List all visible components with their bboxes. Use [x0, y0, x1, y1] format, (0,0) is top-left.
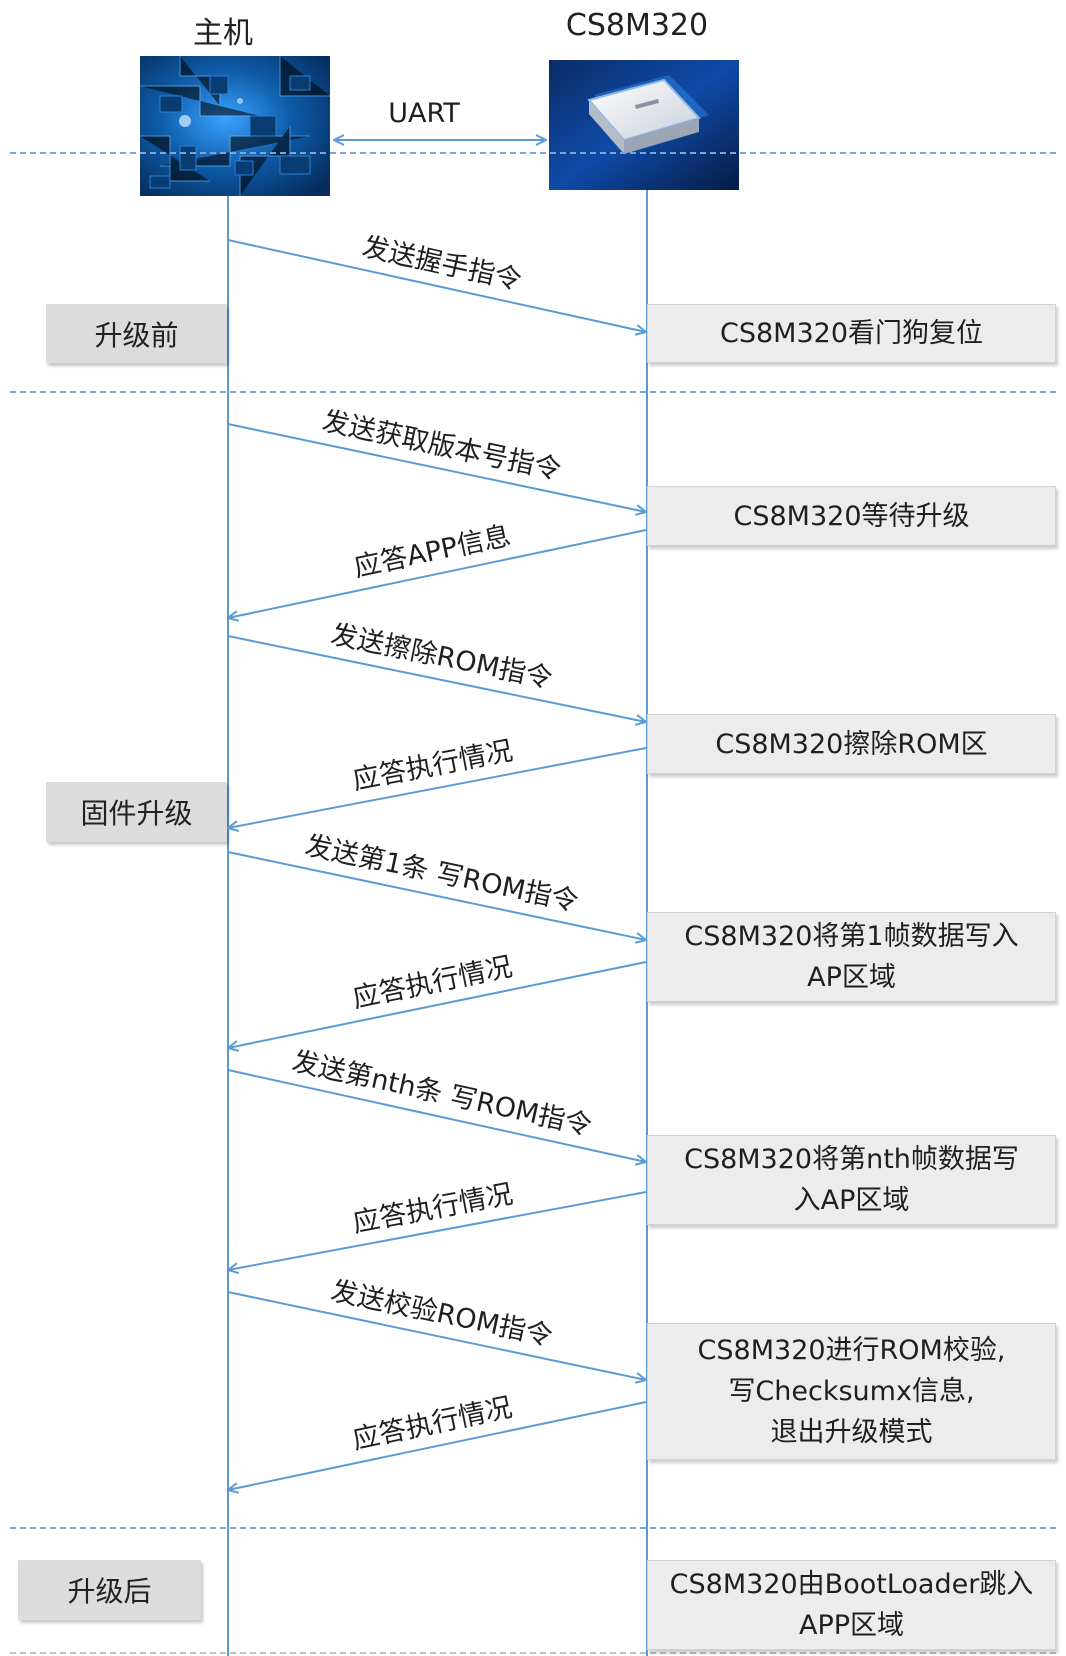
message-6: 发送第1条 写ROM指令 — [227, 830, 646, 940]
box-line: CS8M320等待升级 — [733, 500, 970, 532]
message-5: 应答执行情况 — [228, 735, 647, 828]
message-arrow-line — [228, 961, 647, 1048]
box-line: CS8M320将第1帧数据写入 — [684, 921, 1019, 952]
device-box-erase-rom: CS8M320擦除ROM区 — [647, 714, 1056, 774]
phase-upgrade-label: 固件升级 — [46, 782, 227, 842]
box-line: 入AP区域 — [793, 1185, 910, 1216]
box-line: CS8M320将第nth帧数据写 — [684, 1144, 1019, 1175]
device-box-rom-verify: CS8M320进行ROM校验, 写Checksumx信息, 退出升级模式 — [647, 1323, 1056, 1460]
divider-after-upgrade — [10, 1527, 1056, 1529]
message-11: 应答执行情况 — [228, 1392, 647, 1490]
host-board-image — [140, 56, 330, 196]
device-box-write-first-frame: CS8M320将第1帧数据写入 AP区域 — [647, 912, 1056, 1002]
message-label: 发送擦除ROM指令 — [328, 619, 555, 695]
box-line: 退出升级模式 — [770, 1417, 933, 1448]
device-box-waiting-upgrade: CS8M320等待升级 — [647, 486, 1056, 546]
box-line: CS8M320由BootLoader跳入 — [669, 1569, 1034, 1600]
message-1: 发送握手指令 — [227, 231, 646, 332]
message-arrow-line — [227, 1291, 646, 1380]
chip-image — [549, 60, 739, 190]
device-box-jump-to-app: CS8M320由BootLoader跳入 APP区域 — [647, 1560, 1056, 1650]
message-arrow-line — [228, 529, 647, 618]
phase-after-label: 升级后 — [18, 1560, 201, 1620]
device-box-watchdog-reset: CS8M320看门狗复位 — [647, 304, 1056, 363]
message-arrow-line — [227, 423, 646, 512]
box-line: CS8M320擦除ROM区 — [715, 728, 988, 760]
message-9: 应答执行情况 — [228, 1179, 647, 1270]
divider-top — [10, 152, 1056, 154]
message-arrow-line — [227, 635, 646, 722]
message-arrow-line — [227, 851, 646, 940]
message-10: 发送校验ROM指令 — [227, 1276, 646, 1380]
message-4: 发送擦除ROM指令 — [227, 619, 646, 722]
message-label: 发送校验ROM指令 — [328, 1276, 555, 1353]
divider-bottom — [10, 1652, 1056, 1654]
chip-title: CS8M320 — [565, 8, 709, 43]
box-line: AP区域 — [807, 962, 896, 993]
divider-before-upgrade — [10, 391, 1056, 393]
message-arrow-line — [228, 1191, 647, 1270]
message-3: 应答APP信息 — [228, 520, 647, 618]
message-7: 应答执行情况 — [228, 951, 647, 1048]
uart-label: UART — [388, 98, 460, 129]
message-label: 发送获取版本号指令 — [320, 406, 564, 486]
message-arrow-line — [227, 1069, 646, 1162]
message-arrow-line — [228, 747, 647, 828]
message-label: 应答执行情况 — [350, 1179, 515, 1239]
message-label: 应答执行情况 — [350, 735, 515, 796]
box-line: APP区域 — [798, 1610, 905, 1641]
message-arrow-line — [228, 1401, 647, 1490]
host-title: 主机 — [193, 16, 253, 51]
message-label: 发送第1条 写ROM指令 — [302, 830, 580, 918]
phase-before-label: 升级前 — [46, 304, 227, 363]
message-arrow-line — [227, 239, 646, 332]
box-line: 写Checksumx信息, — [728, 1376, 975, 1407]
box-line: CS8M320进行ROM校验, — [697, 1335, 1006, 1366]
host-lifeline — [227, 196, 229, 1656]
message-8: 发送第nth条 写ROM指令 — [227, 1046, 646, 1162]
uart-link-arrow: UART — [334, 98, 546, 140]
box-line: CS8M320看门狗复位 — [720, 318, 983, 349]
message-2: 发送获取版本号指令 — [227, 406, 646, 512]
device-box-write-nth-frame: CS8M320将第nth帧数据写 入AP区域 — [647, 1135, 1056, 1225]
